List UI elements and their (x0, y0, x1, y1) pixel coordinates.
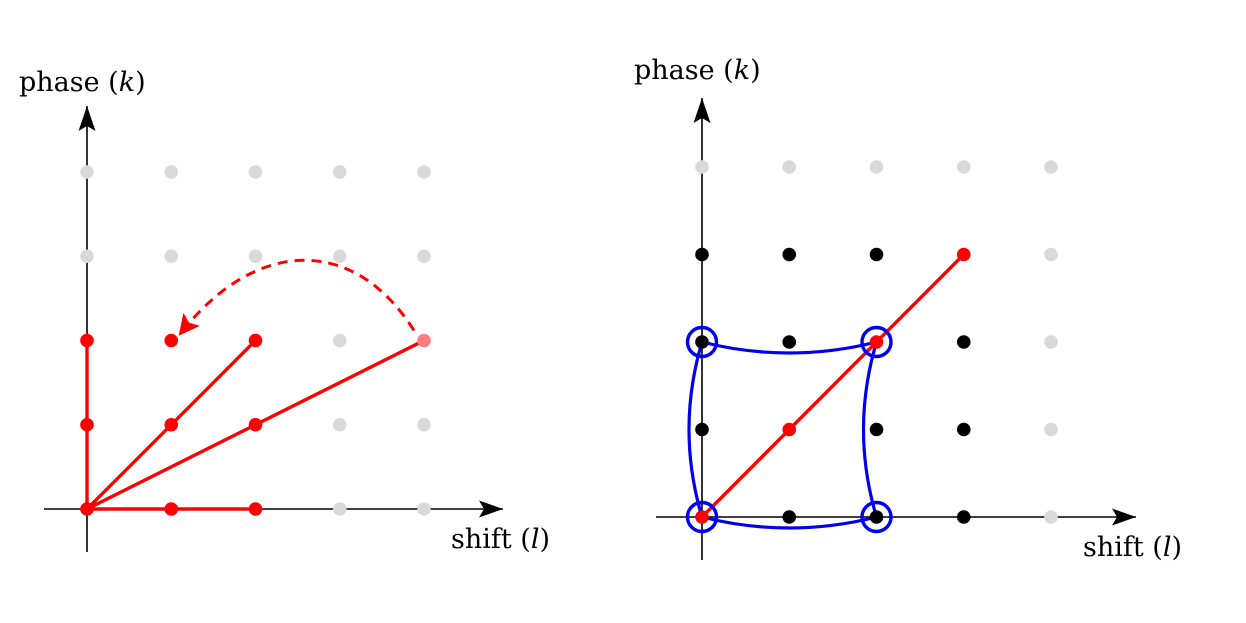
red-point-l2-k1 (248, 417, 263, 432)
grid-point-l4-k1 (1044, 422, 1058, 437)
left-x-axis-label: shift (l) (451, 524, 550, 555)
right-x-axis-arrowhead (1112, 508, 1136, 526)
left-highlight-points (80, 333, 431, 516)
grid-point-l1-k4 (164, 165, 179, 179)
red-point-l0-k0 (80, 502, 94, 516)
grid-point-l2-k4 (248, 165, 263, 179)
black-point-l0-k2 (695, 335, 709, 349)
grid-point-l4-k3 (417, 249, 431, 264)
grid-point-l3-k1 (332, 417, 347, 432)
panel-left: phase (k) shift (l) (19, 67, 550, 555)
black-point-l1-k2 (782, 335, 797, 349)
red-segment-0 (700, 252, 966, 519)
red-point-l1-k0 (164, 502, 179, 516)
black-point-l3-k1 (956, 422, 971, 437)
grid-point-l4-k0 (1044, 510, 1058, 524)
grid-point-l0-k4 (695, 160, 709, 174)
red-point-l0-k2 (80, 333, 94, 348)
right-x-axis-label: shift (l) (1083, 532, 1182, 563)
black-point-l0-k3 (695, 247, 709, 262)
grid-point-l1-k4 (782, 160, 797, 174)
grid-point-l4-k2 (1044, 335, 1058, 349)
red-point-l0-k1 (80, 417, 94, 432)
grid-point-l3-k2 (332, 333, 347, 348)
faded-point-l4-k2 (417, 333, 431, 348)
panel-right: phase (k) shift (l) (634, 55, 1182, 563)
right-y-axis-arrowhead (693, 98, 711, 123)
red-point-l1-k1 (164, 417, 179, 432)
red-point-l0-k0 (695, 510, 709, 524)
left-y-axis-arrowhead (78, 106, 96, 131)
black-point-l2-k1 (869, 422, 884, 437)
black-point-l1-k3 (782, 247, 797, 262)
grid-point-l4-k4 (1044, 160, 1058, 174)
blue-ring-l0-k2 (685, 325, 719, 359)
red-point-l1-k1 (782, 422, 797, 437)
grid-point-l4-k0 (417, 502, 431, 516)
grid-point-l3-k4 (332, 165, 347, 179)
black-point-l2-k3 (869, 247, 884, 262)
right-highlight-points (685, 247, 971, 534)
red-point-l1-k2 (164, 333, 179, 348)
grid-point-l4-k3 (1044, 247, 1058, 262)
grid-point-l3-k3 (332, 249, 347, 264)
blue-ring-l2-k0 (860, 500, 893, 534)
left-grid-dots (80, 165, 431, 516)
grid-point-l3-k4 (956, 160, 971, 174)
left-y-axis-label: phase (k) (19, 67, 146, 98)
red-point-l2-k2 (869, 335, 884, 349)
right-grid-dots (695, 160, 1058, 524)
red-point-l3-k3 (956, 247, 971, 262)
blue-ring-l0-k0 (685, 500, 719, 534)
grid-point-l1-k3 (164, 249, 179, 264)
red-point-l2-k0 (248, 502, 263, 516)
dashed-move-arrow (178, 258, 416, 336)
grid-point-l2-k4 (869, 160, 884, 174)
grid-point-l4-k1 (417, 417, 431, 432)
red-point-l2-k2 (248, 333, 263, 348)
right-red-lines (700, 252, 966, 519)
left-red-lines (85, 258, 426, 511)
right-y-axis-label: phase (k) (634, 55, 761, 86)
black-point-l3-k0 (956, 510, 971, 524)
left-x-axis-arrowhead (479, 500, 503, 518)
grid-point-l2-k3 (248, 249, 263, 264)
grid-point-l4-k4 (417, 165, 431, 179)
black-point-l0-k1 (695, 422, 709, 437)
grid-point-l0-k4 (80, 165, 94, 179)
black-point-l1-k0 (782, 510, 797, 524)
grid-point-l3-k0 (332, 502, 347, 516)
grid-point-l0-k3 (80, 249, 94, 264)
black-point-l3-k2 (956, 335, 971, 349)
blue-ring-l2-k2 (860, 325, 893, 359)
black-point-l2-k0 (869, 510, 884, 524)
